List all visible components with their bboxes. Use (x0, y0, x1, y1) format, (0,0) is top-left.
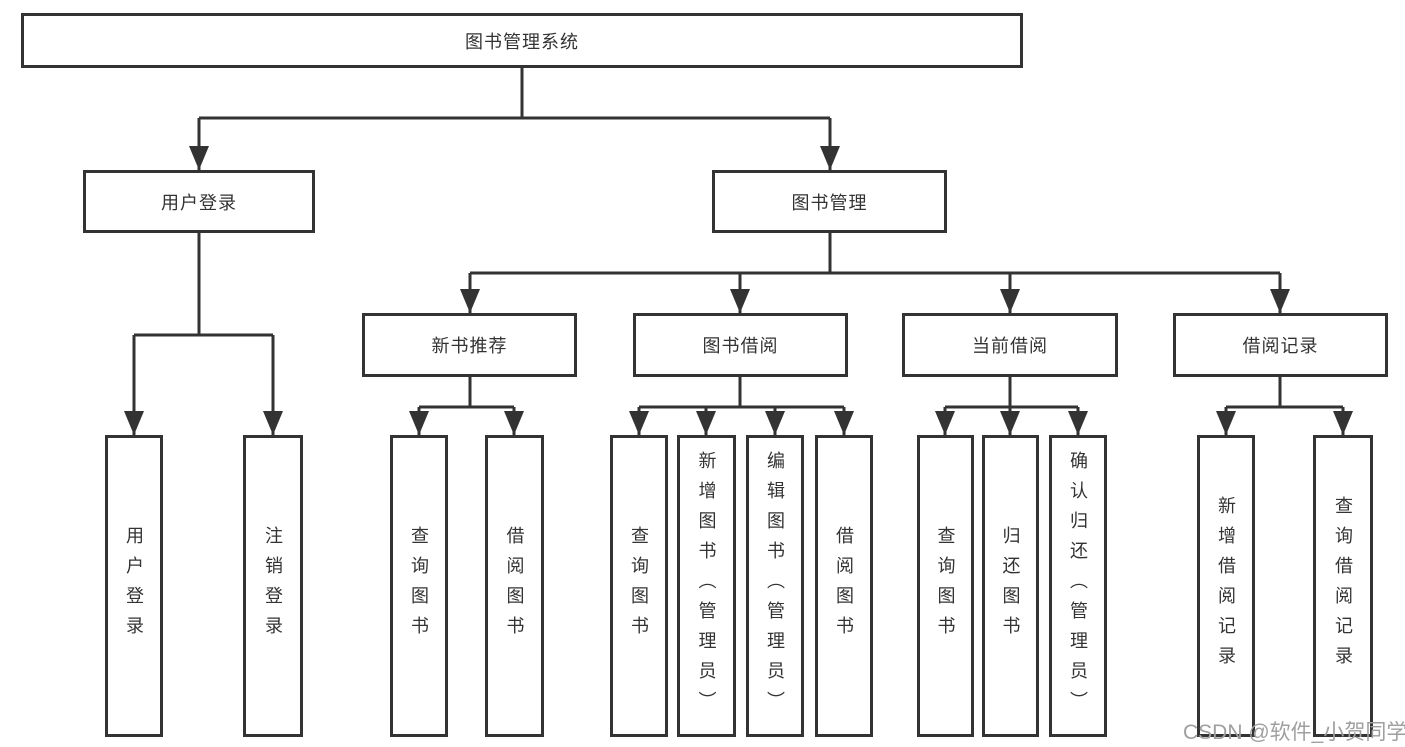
node-label: 用户登录 (124, 526, 144, 646)
leaf-borrow-query-book: 查询图书 (610, 435, 668, 737)
leaf-user-login: 用户登录 (105, 435, 163, 737)
arrow-down-icon (1068, 411, 1088, 435)
leaf-recommend-borrow-book: 借阅图书 (485, 435, 544, 737)
node-new-book-recommend: 新书推荐 (362, 313, 577, 377)
arrow-down-icon (629, 411, 649, 435)
connector-book-management-fork (468, 233, 1282, 313)
node-label: 图书管理系统 (465, 31, 579, 52)
node-label: 借阅图书 (504, 526, 525, 646)
arrow-down-icon (730, 289, 750, 313)
leaf-record-query-record: 查询借阅记录 (1313, 435, 1373, 737)
node-label: 用户登录 (161, 192, 237, 213)
node-label: 查询图书 (935, 526, 956, 646)
node-book-management: 图书管理 (712, 170, 947, 233)
leaf-record-add-record: 新增借阅记录 (1197, 435, 1255, 737)
arrow-down-icon (504, 411, 524, 435)
arrow-down-icon (1333, 411, 1353, 435)
node-current-borrow: 当前借阅 (902, 313, 1118, 377)
connector-borrow-record-fork (1224, 377, 1345, 435)
node-label: 新增图书（管理员） (696, 451, 717, 721)
connector-user-login-fork (132, 233, 275, 435)
arrow-down-icon (765, 411, 785, 435)
node-label: 图书管理 (791, 192, 868, 213)
arrow-down-icon (1000, 289, 1020, 313)
arrow-down-icon (124, 411, 144, 435)
node-label: 确认归还（管理员） (1068, 451, 1088, 721)
node-user-login: 用户登录 (83, 170, 315, 233)
arrow-down-icon (409, 411, 429, 435)
leaf-logout: 注销登录 (243, 435, 303, 737)
node-label: 新增借阅记录 (1216, 496, 1236, 676)
leaf-borrow-edit-book: 编辑图书（管理员） (746, 435, 804, 737)
node-label: 当前借阅 (972, 336, 1048, 356)
node-book-borrow: 图书借阅 (633, 313, 848, 377)
leaf-current-query-book: 查询图书 (917, 435, 974, 737)
leaf-borrow-add-book: 新增图书（管理员） (677, 435, 736, 737)
arrow-down-icon (263, 411, 283, 435)
node-borrow-record: 借阅记录 (1173, 313, 1388, 377)
node-label: 归还图书 (1000, 526, 1021, 646)
node-label: 图书借阅 (702, 336, 779, 356)
node-label: 新书推荐 (431, 336, 508, 356)
arrow-down-icon (1216, 411, 1236, 435)
arrow-down-icon (1000, 411, 1020, 435)
node-label: 编辑图书（管理员） (765, 451, 785, 721)
connector-new-book-recommend-fork (417, 377, 516, 435)
arrow-down-icon (820, 146, 840, 170)
arrow-down-icon (696, 411, 716, 435)
connector-root-to-level2 (197, 68, 832, 170)
arrow-down-icon (834, 411, 854, 435)
leaf-recommend-query-book: 查询图书 (390, 435, 448, 737)
node-label: 查询借阅记录 (1333, 496, 1353, 676)
connector-book-borrow-fork (637, 377, 846, 435)
node-label: 查询图书 (409, 526, 429, 646)
node-label: 注销登录 (263, 526, 283, 646)
leaf-borrow-borrow-book: 借阅图书 (815, 435, 873, 737)
node-label: 借阅记录 (1242, 336, 1319, 356)
arrow-down-icon (935, 411, 955, 435)
leaf-current-confirm-return: 确认归还（管理员） (1049, 435, 1107, 737)
arrow-down-icon (189, 146, 209, 170)
node-label: 查询图书 (629, 526, 649, 646)
node-label: 借阅图书 (834, 526, 854, 646)
arrow-down-icon (1270, 289, 1290, 313)
node-root: 图书管理系统 (21, 13, 1023, 68)
leaf-current-return-book: 归还图书 (982, 435, 1039, 737)
arrow-down-icon (460, 289, 480, 313)
csdn-watermark: CSDN @软件_小贺同学 (1183, 721, 1405, 744)
